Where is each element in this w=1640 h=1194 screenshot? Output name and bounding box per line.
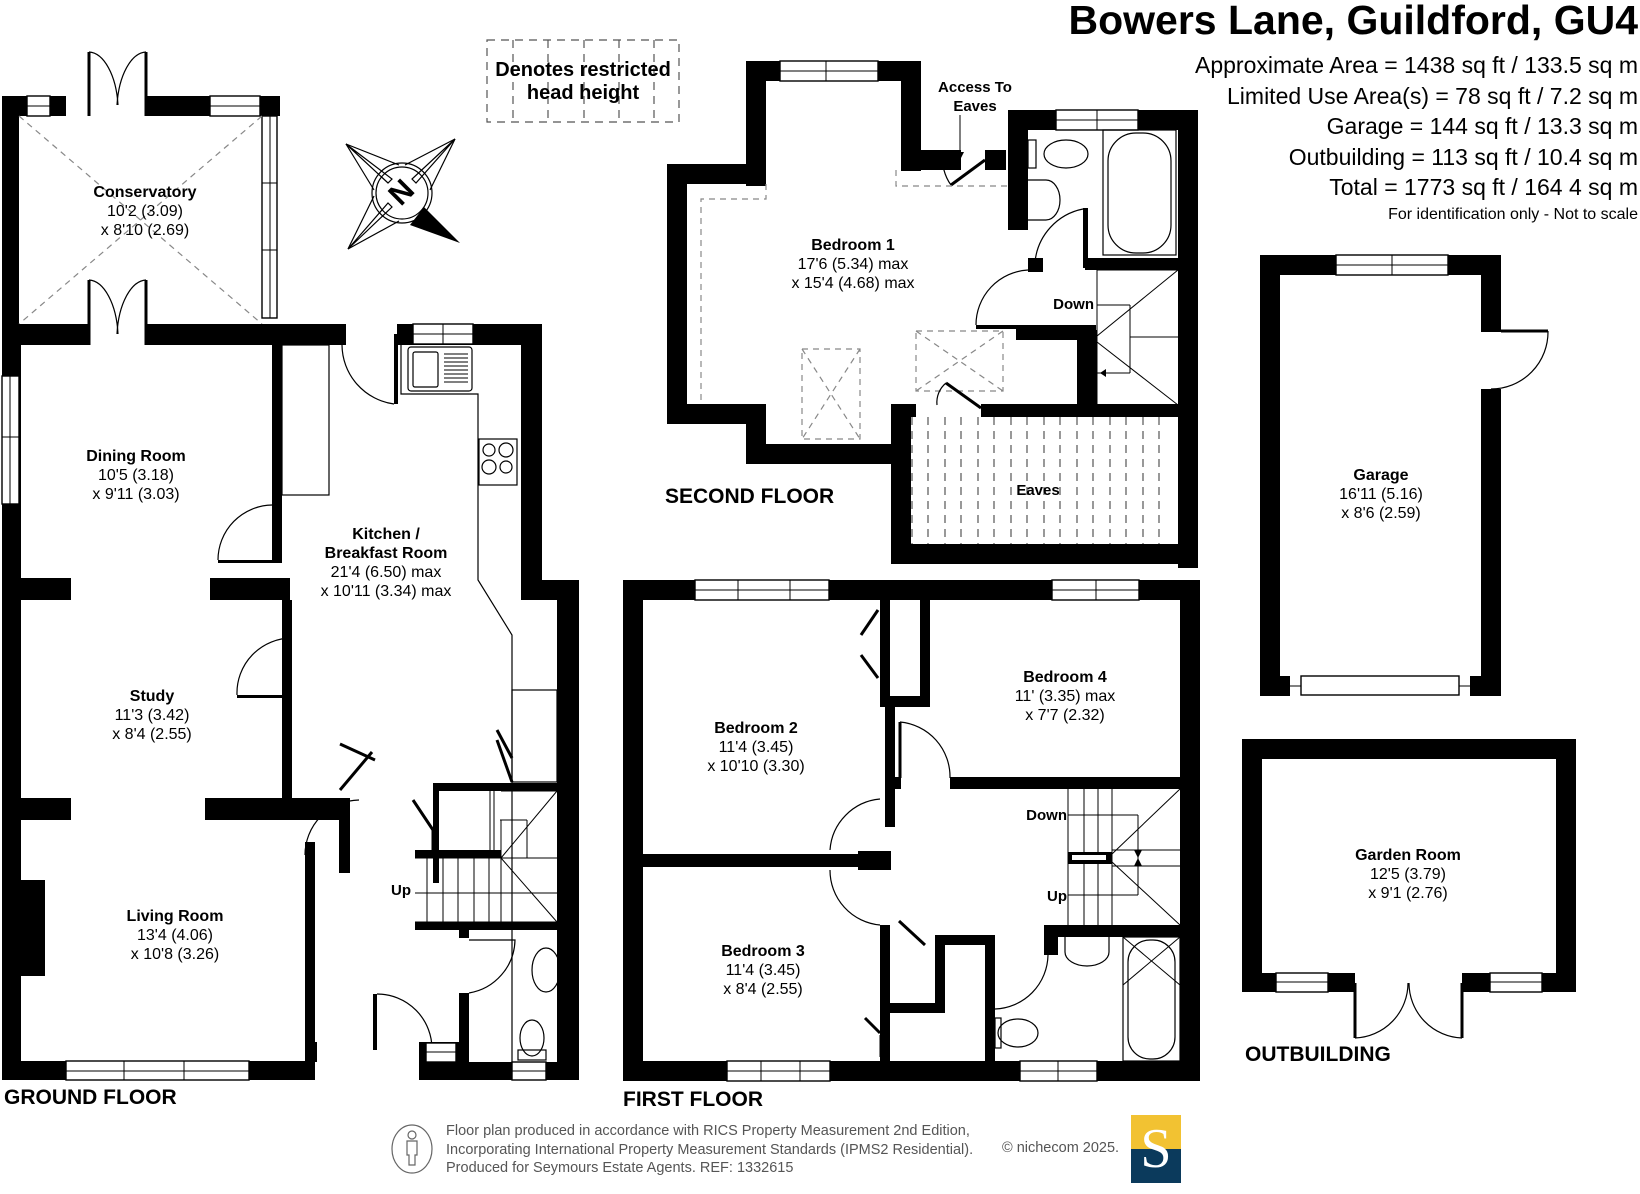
svg-text:x 10'10 (3.30): x 10'10 (3.30)	[707, 758, 804, 775]
outbuilding-label: OUTBUILDING	[1245, 1043, 1391, 1066]
logo-bottom-band	[1131, 1149, 1181, 1183]
svg-text:Breakfast Room: Breakfast Room	[325, 545, 448, 562]
property-title: Bowers Lane, Guildford, GU4	[1068, 0, 1638, 43]
property-header: Bowers Lane, Guildford, GU4 Approximate …	[1068, 0, 1638, 224]
svg-text:x 15'4 (4.68) max: x 15'4 (4.68) max	[791, 275, 914, 292]
svg-text:Bedroom 3: Bedroom 3	[721, 943, 805, 960]
copyright-notice: © nichecom 2025.	[1002, 1140, 1120, 1156]
svg-text:x 8'4 (2.55): x 8'4 (2.55)	[112, 726, 192, 743]
access-to-eaves-line1: Access To	[938, 79, 1012, 96]
first-floor-label: FIRST FLOOR	[623, 1088, 763, 1111]
svg-text:x 8'6 (2.59): x 8'6 (2.59)	[1341, 505, 1421, 522]
total-area: Total = 1773 sq ft / 164 4 sq m	[1329, 174, 1638, 200]
limited-use-area: Limited Use Area(s) = 78 sq ft / 7.2 sq …	[1227, 82, 1638, 109]
svg-text:Garden Room: Garden Room	[1355, 847, 1461, 864]
svg-text:11'4 (3.45): 11'4 (3.45)	[726, 962, 801, 979]
person-scale-icon	[391, 1124, 433, 1174]
area-summary: Approximate Area = 1438 sq ft / 133.5 sq…	[1068, 50, 1638, 203]
first-stair-down-label: Down	[1026, 807, 1067, 824]
svg-text:17'6 (5.34) max: 17'6 (5.34) max	[798, 256, 909, 273]
garage-plan: Garage 16'11 (5.16) x 8'6 (2.59)	[1260, 254, 1549, 696]
svg-text:11'4 (3.45): 11'4 (3.45)	[719, 739, 794, 756]
second-floor-plan: Down Eaves Access To Eaves Bedroom 1	[665, 60, 1198, 568]
eaves-label: Eaves	[1016, 482, 1059, 499]
room-garden-room: Garden Room 12'5 (3.79) x 9'1 (2.76)	[1355, 847, 1461, 902]
seymours-logo: S	[1131, 1115, 1181, 1183]
compass-north-label: N	[382, 173, 421, 212]
svg-text:10'5 (3.18): 10'5 (3.18)	[98, 467, 174, 484]
svg-text:Garage: Garage	[1353, 467, 1408, 484]
svg-text:Living Room: Living Room	[127, 908, 224, 925]
footer-line-1: Floor plan produced in accordance with R…	[446, 1123, 970, 1139]
svg-text:16'11 (5.16): 16'11 (5.16)	[1339, 486, 1423, 503]
svg-text:Bedroom 2: Bedroom 2	[714, 720, 798, 737]
north-arrow-icon: N	[345, 138, 460, 250]
access-to-eaves-line2: Eaves	[953, 98, 996, 115]
restricted-head-height-legend: Denotes restricted head height	[486, 39, 680, 123]
approximate-area: Approximate Area = 1438 sq ft / 133.5 sq…	[1194, 52, 1638, 78]
scale-disclaimer: For identification only - Not to scale	[1388, 205, 1638, 223]
svg-text:11'3 (3.42): 11'3 (3.42)	[115, 707, 190, 724]
svg-text:21'4 (6.50) max: 21'4 (6.50) max	[331, 564, 442, 581]
room-study: Study 11'3 (3.42) x 8'4 (2.55)	[112, 688, 192, 743]
footer-compliance-text: Floor plan produced in accordance with R…	[446, 1122, 973, 1178]
room-garage: Garage 16'11 (5.16) x 8'6 (2.59)	[1339, 467, 1423, 522]
svg-text:Kitchen /: Kitchen /	[352, 526, 420, 543]
svg-text:10'2 (3.09): 10'2 (3.09)	[107, 203, 183, 220]
room-bedroom-1: Bedroom 1 17'6 (5.34) max x 15'4 (4.68) …	[791, 237, 914, 292]
svg-text:x 7'7 (2.32): x 7'7 (2.32)	[1025, 707, 1105, 724]
first-stair-up-label: Up	[1047, 888, 1067, 905]
restricted-legend-line1: Denotes restricted	[495, 59, 671, 81]
ground-floor-plan: Up Conservatory 10'2 (3.09) x 8'10 (2.69…	[1, 51, 579, 1109]
svg-text:x 8'4 (2.55): x 8'4 (2.55)	[723, 981, 803, 998]
svg-text:Study: Study	[130, 688, 175, 705]
restricted-legend-line2: head height	[527, 82, 640, 104]
second-floor-label: SECOND FLOOR	[665, 485, 834, 508]
room-bedroom-4: Bedroom 4 11' (3.35) max x 7'7 (2.32)	[1015, 669, 1116, 724]
room-dining-room: Dining Room 10'5 (3.18) x 9'11 (3.03)	[86, 448, 186, 503]
room-bedroom-2: Bedroom 2 11'4 (3.45) x 10'10 (3.30)	[707, 720, 804, 775]
footer-line-2: Incorporating International Property Mea…	[446, 1141, 974, 1158]
room-kitchen-breakfast: Kitchen / Breakfast Room 21'4 (6.50) max…	[321, 526, 452, 600]
svg-text:Bedroom 1: Bedroom 1	[811, 237, 895, 254]
room-living-room: Living Room 13'4 (4.06) x 10'8 (3.26)	[127, 908, 224, 963]
second-stair-down-label: Down	[1053, 296, 1094, 313]
ground-stair-up-label: Up	[391, 882, 411, 899]
first-floor-plan: Down Up Bedroom 2 11'4 (3.45) x 10'10 (3…	[623, 579, 1200, 1111]
svg-text:x 9'11 (3.03): x 9'11 (3.03)	[92, 486, 179, 503]
svg-text:x 10'8 (3.26): x 10'8 (3.26)	[131, 946, 219, 963]
garage-area: Garage = 144 sq ft / 13.3 sq m	[1326, 113, 1638, 139]
logo-top-band	[1131, 1115, 1181, 1149]
outbuilding-plan: Garden Room 12'5 (3.79) x 9'1 (2.76) OUT…	[1242, 739, 1576, 1066]
svg-text:x 10'11 (3.34) max: x 10'11 (3.34) max	[321, 583, 452, 600]
svg-text:Conservatory: Conservatory	[93, 184, 196, 201]
svg-text:11' (3.35) max: 11' (3.35) max	[1015, 688, 1116, 705]
svg-text:x 9'1 (2.76): x 9'1 (2.76)	[1368, 885, 1448, 902]
outbuilding-area: Outbuilding = 113 sq ft / 10.4 sq m	[1288, 143, 1638, 170]
logo-letter: S	[1140, 1118, 1172, 1180]
svg-text:Bedroom 4: Bedroom 4	[1023, 669, 1107, 686]
svg-text:Dining Room: Dining Room	[86, 448, 186, 465]
svg-text:12'5 (3.79): 12'5 (3.79)	[1370, 866, 1446, 883]
room-conservatory: Conservatory 10'2 (3.09) x 8'10 (2.69)	[93, 184, 196, 239]
svg-text:x 8'10 (2.69): x 8'10 (2.69)	[101, 222, 189, 239]
ground-floor-label: GROUND FLOOR	[4, 1086, 177, 1109]
svg-text:13'4 (4.06): 13'4 (4.06)	[137, 927, 213, 944]
footer-line-3: Produced for Seymours Estate Agents. REF…	[446, 1160, 794, 1176]
room-bedroom-3: Bedroom 3 11'4 (3.45) x 8'4 (2.55)	[721, 943, 805, 998]
